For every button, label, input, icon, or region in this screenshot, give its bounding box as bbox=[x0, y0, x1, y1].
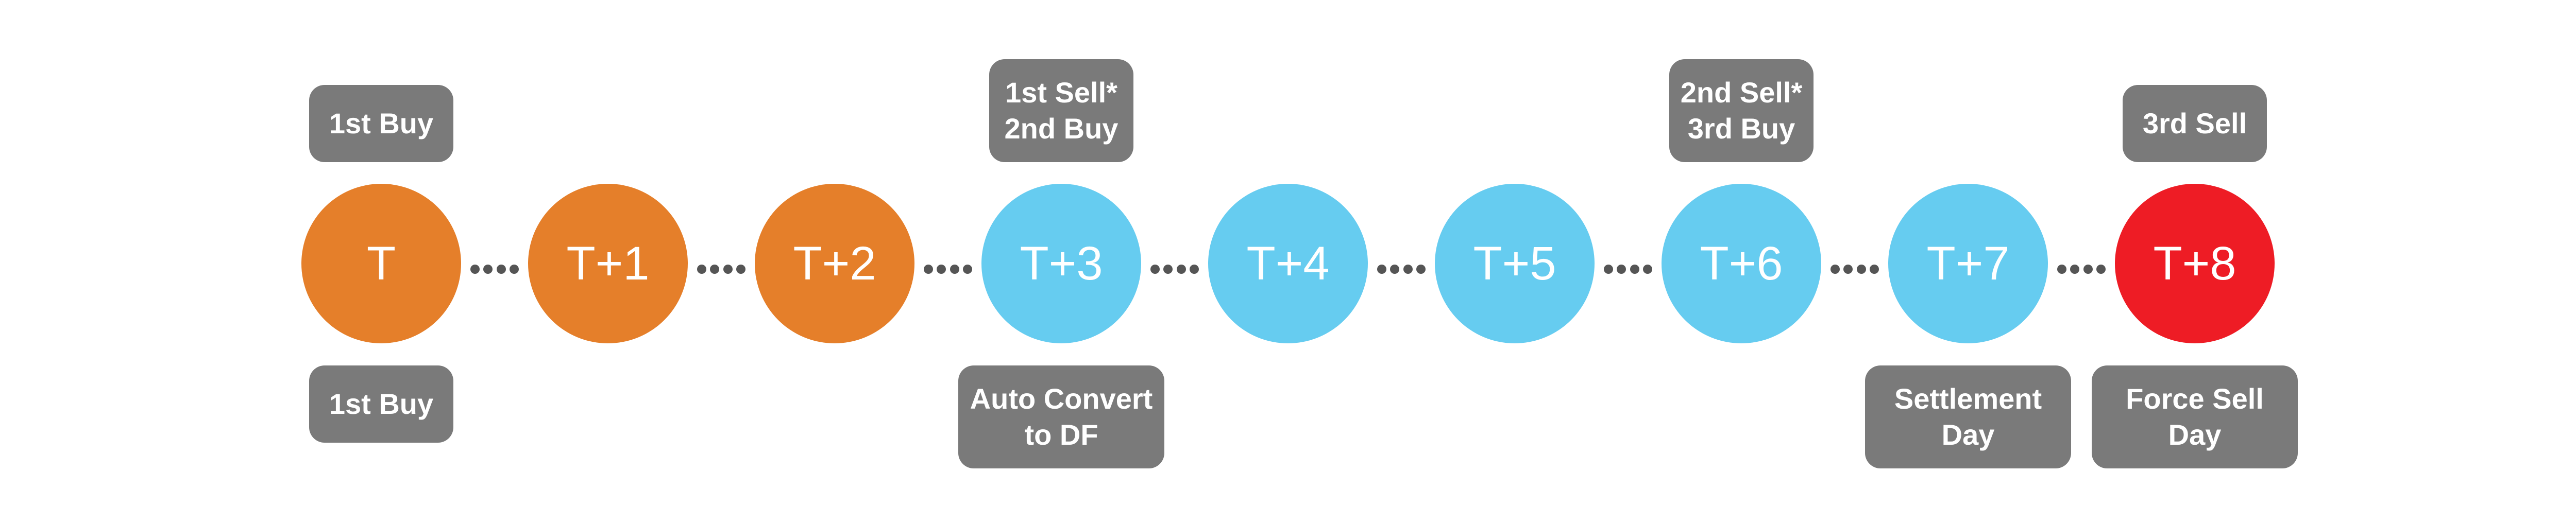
connector-dot bbox=[2083, 265, 2093, 274]
connector-dot bbox=[1176, 265, 1186, 274]
connector-dot bbox=[509, 265, 519, 274]
connector-dot bbox=[736, 265, 745, 274]
day-circle: T+3 bbox=[981, 184, 1141, 343]
connector-dot bbox=[1403, 265, 1413, 274]
day-circle: T+6 bbox=[1662, 184, 1821, 343]
connector-dot bbox=[2057, 265, 2066, 274]
event-label-line: Settlement bbox=[1894, 382, 2042, 415]
event-label-line: 1st Buy bbox=[329, 388, 434, 420]
event-label-line: 1st Buy bbox=[329, 107, 434, 139]
day-circle: T+8 bbox=[2115, 184, 2275, 343]
connector-dot bbox=[1416, 265, 1426, 274]
day-circle: T+5 bbox=[1435, 184, 1595, 343]
day-circle: T bbox=[301, 184, 461, 343]
connector-dot bbox=[1617, 265, 1626, 274]
top-event-label: 1st Buy bbox=[309, 85, 453, 162]
connector-dot bbox=[937, 265, 946, 274]
connector-dot bbox=[710, 265, 720, 274]
event-label-line: Auto Convert bbox=[970, 382, 1153, 415]
connector-dot bbox=[1869, 265, 1879, 274]
event-label-line: to DF bbox=[1024, 418, 1098, 451]
connector-dot bbox=[483, 265, 493, 274]
connector-dot bbox=[1390, 265, 1400, 274]
event-label-line: 2nd Buy bbox=[1004, 112, 1118, 145]
connector-dot bbox=[723, 265, 733, 274]
bottom-event-label: 1st Buy bbox=[309, 365, 453, 443]
event-label-line: 1st Sell* bbox=[1005, 76, 1117, 109]
connector-dot bbox=[1150, 265, 1160, 274]
connector-dot bbox=[1377, 265, 1386, 274]
connector-dot bbox=[1843, 265, 1853, 274]
event-label-line: Force Sell bbox=[2126, 382, 2264, 415]
connector-dot bbox=[496, 265, 506, 274]
top-event-label: 1st Sell*2nd Buy bbox=[989, 59, 1133, 162]
connector-dot bbox=[1630, 265, 1639, 274]
connector-dot bbox=[1163, 265, 1173, 274]
connector-dot bbox=[1831, 265, 1840, 274]
day-circle: T+2 bbox=[755, 184, 914, 343]
connector-dot bbox=[950, 265, 959, 274]
connector-dot bbox=[962, 265, 972, 274]
connector-dot bbox=[2070, 265, 2080, 274]
connector-dot bbox=[1189, 265, 1199, 274]
connector-dot bbox=[2096, 265, 2106, 274]
event-label-line: 3rd Buy bbox=[1687, 112, 1795, 145]
day-circle: T+1 bbox=[528, 184, 688, 343]
connector-dot bbox=[1642, 265, 1652, 274]
top-event-label: 2nd Sell*3rd Buy bbox=[1669, 59, 1814, 162]
event-label-line: 2nd Sell* bbox=[1680, 76, 1803, 109]
event-label-line: Day bbox=[1941, 418, 1995, 451]
connector-dot bbox=[470, 265, 480, 274]
day-circle: T+7 bbox=[1888, 184, 2048, 343]
event-label-line: Day bbox=[2168, 418, 2222, 451]
day-circle: T+4 bbox=[1208, 184, 1368, 343]
connector-dot bbox=[924, 265, 933, 274]
connector-dot bbox=[697, 265, 706, 274]
event-label-line: 3rd Sell bbox=[2142, 107, 2247, 139]
top-event-label: 3rd Sell bbox=[2123, 85, 2267, 162]
connector-dot bbox=[1856, 265, 1866, 274]
connector-dot bbox=[1604, 265, 1613, 274]
